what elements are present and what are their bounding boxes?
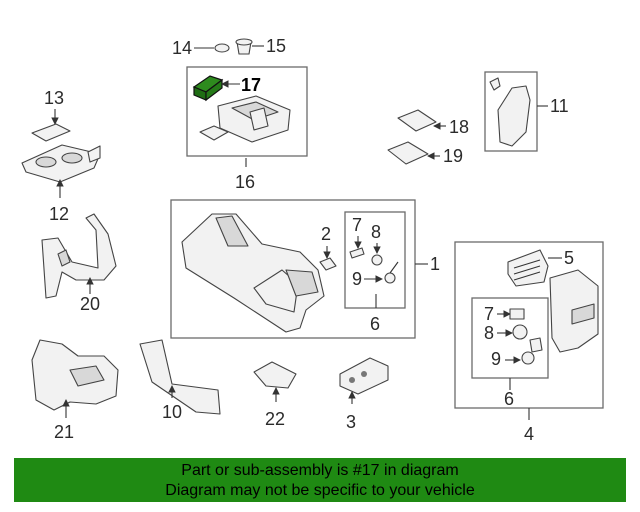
part-16-storage-bin[interactable] [199,95,291,143]
callout-7-lower[interactable]: 7 [484,304,494,324]
callout-8-upper[interactable]: 8 [371,222,381,242]
callout-7-upper[interactable]: 7 [352,215,362,235]
group-box-11 [484,71,538,152]
part-12-cupholder[interactable] [21,144,101,183]
part-8-lower-socket[interactable] [512,324,528,340]
callout-15[interactable]: 15 [266,36,286,56]
part-20-bracket[interactable] [41,213,117,299]
part-7-upper-bulb[interactable] [349,247,365,259]
callout-13[interactable]: 13 [44,88,64,108]
part-19-pad[interactable] [387,141,429,165]
part-1-console[interactable] [181,213,325,333]
callout-19[interactable]: 19 [443,146,463,166]
part-3-switch[interactable] [339,357,389,395]
part-4-rear-panel[interactable] [549,269,599,353]
part-5-vent[interactable] [507,249,549,287]
callout-16[interactable]: 16 [235,172,255,192]
banner-line-1: Part or sub-assembly is #17 in diagram [181,462,459,479]
callout-8-lower[interactable]: 8 [484,323,494,343]
group-box-16 [186,66,308,157]
callout-21[interactable]: 21 [54,422,74,442]
parts-diagram: 14 15 17 16 13 12 20 [21,36,604,444]
callout-18[interactable]: 18 [449,117,469,137]
part-10-panel[interactable] [139,339,221,415]
callout-17[interactable]: 17 [241,75,261,95]
callout-11[interactable]: 11 [550,96,569,116]
callout-4[interactable]: 4 [524,424,534,444]
part-14-oring[interactable] [214,43,230,53]
info-banner: Part or sub-assembly is #17 in diagram D… [14,458,626,502]
part-17-lid-highlighted[interactable] [192,75,224,102]
part-8-upper-socket[interactable] [371,254,383,266]
callout-22[interactable]: 22 [265,409,285,429]
part-21-duct[interactable] [31,339,119,411]
callout-9-lower[interactable]: 9 [491,349,501,369]
banner-line-2: Diagram may not be specific to your vehi… [165,482,475,499]
part-9-upper-connector[interactable] [384,261,399,284]
part-9-lower-connector[interactable] [521,337,543,365]
callout-12[interactable]: 12 [49,204,69,224]
callout-9-upper[interactable]: 9 [352,269,362,289]
part-11-trim[interactable] [489,77,531,147]
part-13-mat[interactable] [31,123,71,142]
part-18-pad[interactable] [397,109,437,132]
part-7-lower-bulb[interactable] [509,308,525,320]
part-2-pad[interactable] [319,257,337,271]
group-box-1 [170,199,416,339]
callout-3[interactable]: 3 [346,412,356,432]
group-box-6-upper [344,211,406,309]
callout-5[interactable]: 5 [564,248,574,268]
callout-6-upper[interactable]: 6 [370,314,380,334]
callout-6-lower[interactable]: 6 [504,389,514,409]
callout-10[interactable]: 10 [162,402,182,422]
part-22-clip[interactable] [253,361,297,389]
callout-14[interactable]: 14 [172,38,192,58]
callout-20[interactable]: 20 [80,294,100,314]
callout-2[interactable]: 2 [321,224,331,244]
callout-1[interactable]: 1 [430,254,440,274]
part-15-cap[interactable] [235,38,253,55]
